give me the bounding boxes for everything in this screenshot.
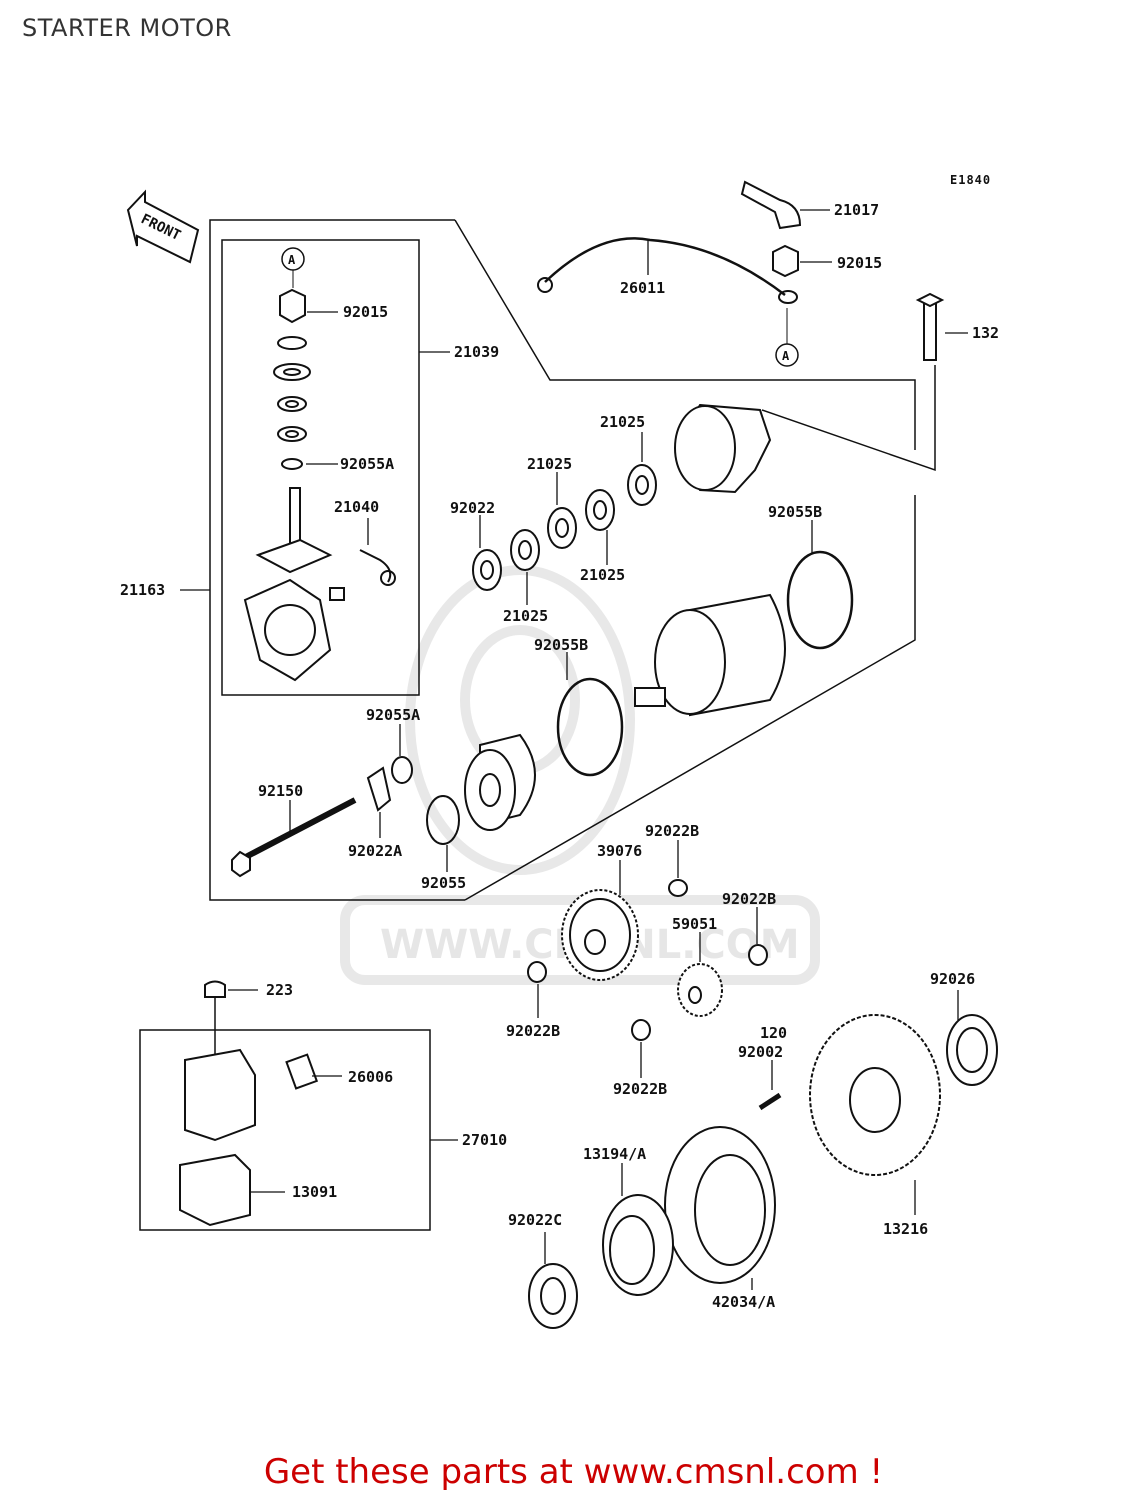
- callout-223: 223: [266, 981, 293, 999]
- svg-text:A: A: [288, 253, 296, 267]
- gear-set: [527, 879, 998, 1329]
- callout-92022B: 92022B: [506, 1022, 560, 1040]
- callout-92055A: 92055A: [366, 706, 420, 724]
- callout-26011: 26011: [620, 279, 665, 297]
- callout-59051: 59051: [672, 915, 717, 933]
- front-arrow-icon: FRONT: [126, 189, 200, 264]
- callout-92022A: 92022A: [348, 842, 402, 860]
- callout-21025: 21025: [527, 455, 572, 473]
- footer-cta[interactable]: Get these parts at www.cmsnl.com !: [0, 1452, 1147, 1492]
- callout-92022B: 92022B: [722, 890, 776, 908]
- callout-13216: 13216: [883, 1220, 928, 1238]
- brush-spring: [329, 549, 396, 601]
- parts-diagram: WWW.CMSNL.COM E1840 FRONT A A: [120, 173, 999, 1329]
- callout-92055A: 92055A: [340, 455, 394, 473]
- callout-92015: 92015: [343, 303, 388, 321]
- starter-assembly-outline: [209, 219, 936, 901]
- page-title: STARTER MOTOR: [22, 14, 232, 42]
- connector-a-top-left: A: [281, 247, 305, 288]
- svg-text:A: A: [782, 349, 790, 363]
- battery-cable: [537, 237, 798, 304]
- callout-21025: 21025: [580, 566, 625, 584]
- callout-26006: 26006: [348, 1068, 393, 1086]
- callout-92022B: 92022B: [645, 822, 699, 840]
- terminal-cap: [740, 180, 945, 361]
- callout-92055B: 92055B: [768, 503, 822, 521]
- callout-21025: 21025: [600, 413, 645, 431]
- callout-21039: 21039: [454, 343, 499, 361]
- callout-92022C: 92022C: [508, 1211, 562, 1229]
- leader-lines: [180, 209, 968, 1290]
- relay-assembly: [139, 980, 431, 1231]
- callout-92002: 92002: [738, 1043, 783, 1061]
- callout-13194A: 13194/A: [583, 1145, 646, 1163]
- connector-a-top-right: A: [775, 308, 799, 367]
- callout-120: 120: [760, 1024, 787, 1042]
- footer-link[interactable]: Get these parts at www.cmsnl.com !: [263, 1452, 884, 1492]
- callout-92055: 92055: [421, 874, 466, 892]
- callout-39076: 39076: [597, 842, 642, 860]
- callout-92015: 92015: [837, 254, 882, 272]
- callout-92026: 92026: [930, 970, 975, 988]
- callout-92055B: 92055B: [534, 636, 588, 654]
- drawing-code: E1840: [950, 173, 991, 187]
- callout-92150: 92150: [258, 782, 303, 800]
- callout-92022: 92022: [450, 499, 495, 517]
- callout-21040: 21040: [334, 498, 379, 516]
- motor-components: [231, 403, 854, 878]
- terminal-hardware-stack: [243, 288, 333, 682]
- callout-42034A: 42034/A: [712, 1293, 775, 1311]
- callout-27010: 27010: [462, 1131, 507, 1149]
- callout-21025: 21025: [503, 607, 548, 625]
- callout-92022B: 92022B: [613, 1080, 667, 1098]
- callout-21017: 21017: [834, 201, 879, 219]
- callout-132: 132: [972, 324, 999, 342]
- part-callouts: 21017 92015 26011 132 92015 21039 92055A…: [120, 201, 999, 1311]
- callout-21163: 21163: [120, 581, 165, 599]
- callout-13091: 13091: [292, 1183, 337, 1201]
